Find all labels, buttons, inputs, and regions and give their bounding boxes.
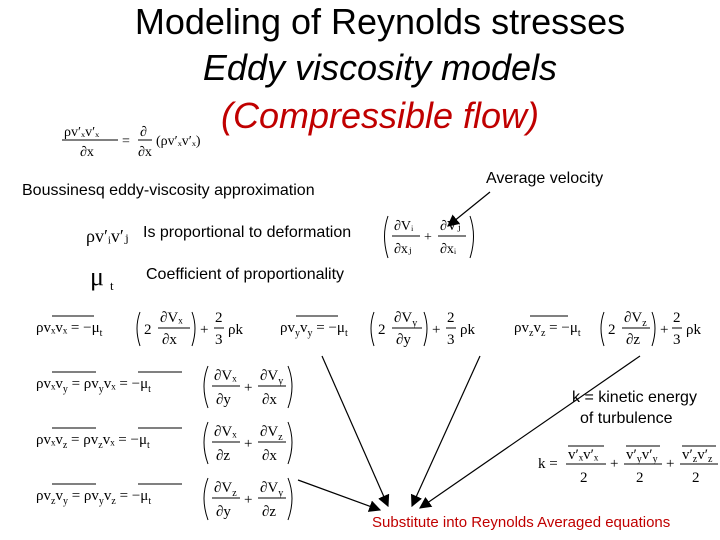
svg-text:ρvzvy = ρvyvz = −μt: ρvzvy = ρvyvz = −μt xyxy=(36,488,151,507)
title-line-1: Modeling of Reynolds stresses xyxy=(134,1,626,42)
title-line-3: (Compressible flow) xyxy=(220,95,540,136)
svg-text:∂Vₓ: ∂Vₓ xyxy=(214,424,237,440)
svg-text:2: 2 xyxy=(608,322,616,338)
svg-text:3: 3 xyxy=(447,332,455,348)
normal-stress-yy: ρvyvy = −μt 2 ∂Vy ∂y + 2 3 ρk xyxy=(280,310,475,348)
svg-text:3: 3 xyxy=(215,332,223,348)
svg-text:∂x: ∂x xyxy=(262,392,277,408)
svg-text:+: + xyxy=(244,436,252,452)
substitute-label: Substitute into Reynolds Averaged equati… xyxy=(372,514,671,531)
svg-text:ρvₓvₓ = −μt: ρvₓvₓ = −μt xyxy=(36,320,103,339)
arrow-average-velocity xyxy=(447,191,491,227)
svg-text:2: 2 xyxy=(215,310,223,326)
svg-text:∂Vⱼ: ∂Vⱼ xyxy=(440,219,461,234)
k-equation: k = v′ₓv′ₓ 2 + v′yv′y 2 + v′zv′z 2 xyxy=(538,445,718,486)
svg-text:μ: μ xyxy=(90,262,104,291)
svg-text:ρvₓvz = ρvzvₓ = −μt: ρvₓvz = ρvzvₓ = −μt xyxy=(36,432,150,451)
svg-text:+: + xyxy=(244,492,252,508)
svg-text:∂Vₓ: ∂Vₓ xyxy=(160,310,183,326)
svg-text:k =: k = xyxy=(538,456,558,472)
svg-text:ρk: ρk xyxy=(460,322,475,338)
svg-text:ρv′ᵢv′ⱼ: ρv′ᵢv′ⱼ xyxy=(86,226,129,246)
svg-text:∂x: ∂x xyxy=(80,145,94,160)
svg-text:∂Vy: ∂Vy xyxy=(260,368,283,387)
average-velocity-label: Average velocity xyxy=(486,170,604,187)
svg-text:=: = xyxy=(122,134,130,149)
svg-text:∂z: ∂z xyxy=(262,504,276,520)
svg-text:+: + xyxy=(610,456,618,472)
proportional-label: Is proportional to deformation xyxy=(143,224,352,241)
arrow-to-substitute-2 xyxy=(410,355,481,508)
svg-text:∂z: ∂z xyxy=(626,332,640,348)
svg-text:ρv′ₓv′ₓ: ρv′ₓv′ₓ xyxy=(64,125,100,140)
svg-text:∂xᵢ: ∂xᵢ xyxy=(440,242,457,257)
svg-text:+: + xyxy=(200,322,208,338)
svg-text:+: + xyxy=(666,456,674,472)
svg-text:∂Vₓ: ∂Vₓ xyxy=(214,368,237,384)
svg-text:t: t xyxy=(110,278,114,293)
svg-text:∂y: ∂y xyxy=(216,504,231,520)
svg-text:∂Vy: ∂Vy xyxy=(260,480,283,499)
svg-text:∂Vy: ∂Vy xyxy=(394,310,417,329)
shear-stress-zy: ρvzvy = ρvyvz = −μt ∂Vz ∂y + ∂Vy ∂z xyxy=(36,477,293,521)
svg-text:∂Vz: ∂Vz xyxy=(260,424,283,443)
svg-text:∂z: ∂z xyxy=(216,448,230,464)
svg-text:∂y: ∂y xyxy=(396,332,411,348)
svg-text:ρk: ρk xyxy=(228,322,243,338)
svg-text:2: 2 xyxy=(144,322,152,338)
k-definition-line-2: of turbulence xyxy=(580,410,673,427)
normal-stress-zz: ρvzvz = −μt 2 ∂Vz ∂z + 2 3 ρk xyxy=(514,310,701,348)
rho-vi-vj-symbol: ρv′ᵢv′ⱼ xyxy=(86,226,129,246)
svg-text:v′zv′z: v′zv′z xyxy=(682,447,713,465)
svg-text:+: + xyxy=(424,230,432,245)
arrow-to-substitute-3 xyxy=(419,355,641,509)
shear-stress-xz: ρvₓvz = ρvzvₓ = −μt ∂Vₓ ∂z + ∂Vz ∂x xyxy=(36,421,293,465)
top-equation: ρv′ₓv′ₓ ∂x = ∂ ∂x (ρv′ₓv′ₓ) xyxy=(62,125,201,160)
svg-text:+: + xyxy=(660,322,668,338)
svg-text:+: + xyxy=(244,380,252,396)
svg-text:∂Vᵢ: ∂Vᵢ xyxy=(394,219,414,234)
svg-text:∂x: ∂x xyxy=(162,332,177,348)
svg-text:ρvₓvy = ρvyvₓ = −μt: ρvₓvy = ρvyvₓ = −μt xyxy=(36,376,151,395)
title-line-2: Eddy viscosity models xyxy=(202,47,558,88)
normal-stress-xx: ρvₓvₓ = −μt 2 ∂Vₓ ∂x + 2 3 ρk xyxy=(36,310,243,348)
boussinesq-label: Boussinesq eddy-viscosity approximation xyxy=(22,182,315,199)
svg-text:2: 2 xyxy=(673,310,681,326)
svg-text:2: 2 xyxy=(378,322,386,338)
svg-text:+: + xyxy=(432,322,440,338)
svg-text:ρvzvz = −μt: ρvzvz = −μt xyxy=(514,320,581,339)
svg-text:2: 2 xyxy=(447,310,455,326)
svg-text:3: 3 xyxy=(673,332,681,348)
svg-text:∂Vz: ∂Vz xyxy=(214,480,237,499)
k-definition-line-1: k = kinetic energy xyxy=(572,389,697,406)
svg-text:∂: ∂ xyxy=(140,125,147,140)
svg-text:∂y: ∂y xyxy=(216,392,231,408)
svg-text:∂x: ∂x xyxy=(262,448,277,464)
svg-text:2: 2 xyxy=(692,470,700,486)
mu-t-symbol: μ t xyxy=(90,262,114,293)
svg-text:ρk: ρk xyxy=(686,322,701,338)
svg-text:v′ₓv′ₓ: v′ₓv′ₓ xyxy=(568,447,599,463)
svg-text:∂Vz: ∂Vz xyxy=(624,310,647,329)
svg-text:∂x: ∂x xyxy=(138,145,152,160)
svg-text:(ρv′ₓv′ₓ): (ρv′ₓv′ₓ) xyxy=(156,134,201,149)
coefficient-label: Coefficient of proportionality xyxy=(146,266,345,283)
shear-stress-xy: ρvₓvy = ρvyvₓ = −μt ∂Vₓ ∂y + ∂Vy ∂x xyxy=(36,365,293,409)
svg-text:2: 2 xyxy=(636,470,644,486)
arrow-to-substitute-4 xyxy=(297,479,382,512)
svg-text:2: 2 xyxy=(580,470,588,486)
svg-text:∂xⱼ: ∂xⱼ xyxy=(394,242,412,257)
deformation-term: ∂Vᵢ ∂xⱼ + ∂Vⱼ ∂xᵢ xyxy=(384,215,474,259)
arrow-to-substitute-1 xyxy=(321,355,390,508)
svg-text:ρvyvy = −μt: ρvyvy = −μt xyxy=(280,320,348,339)
svg-text:v′yv′y: v′yv′y xyxy=(626,447,658,465)
